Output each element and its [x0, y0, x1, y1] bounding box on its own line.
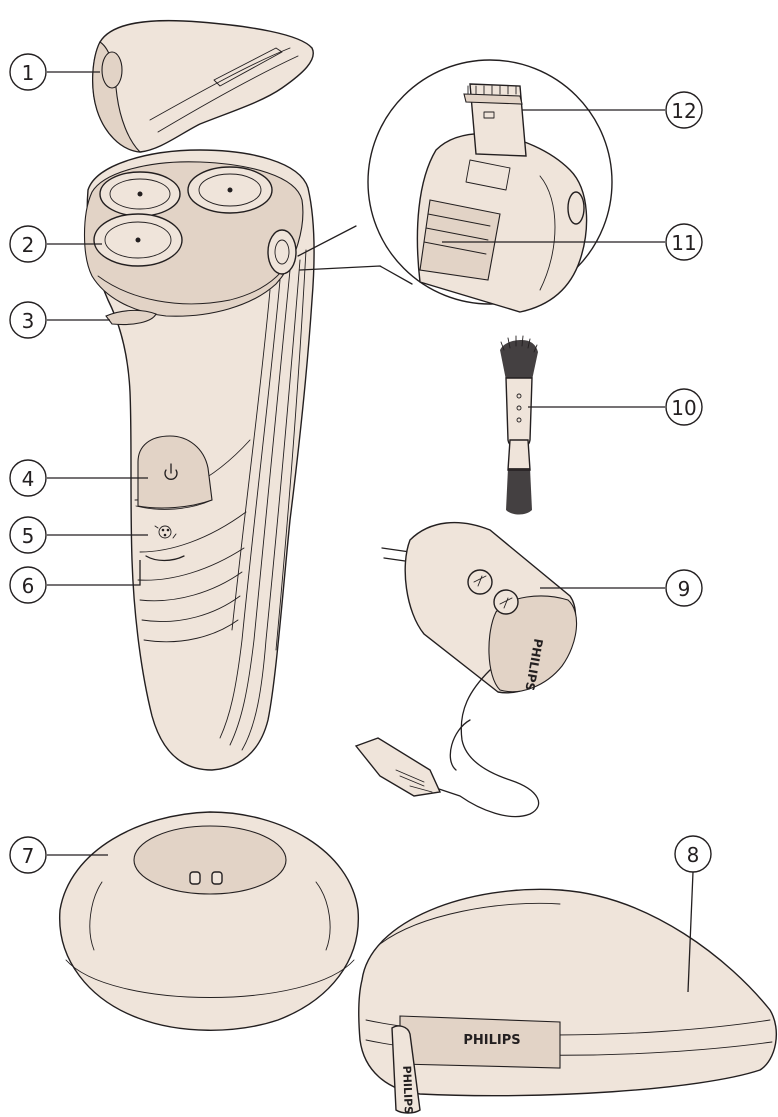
callout-5: 5	[9, 516, 47, 554]
callout-label: 12	[671, 99, 696, 123]
callout-label: 5	[22, 524, 35, 548]
callout-label: 11	[671, 231, 696, 255]
zipper-tag-text: PHILIPS	[400, 1065, 415, 1114]
callout-2: 2	[9, 225, 47, 263]
callout-8: 8	[674, 835, 712, 873]
callout-10: 10	[665, 388, 703, 426]
power-adapter: PHILIPS	[354, 521, 578, 818]
charging-stand	[59, 811, 359, 1031]
callout-label: 8	[687, 843, 700, 867]
callout-4: 4	[9, 459, 47, 497]
callout-1: 1	[9, 53, 47, 91]
trimmer-detail-magnified	[297, 59, 613, 313]
callout-label: 10	[671, 396, 696, 420]
callout-7: 7	[9, 836, 47, 874]
callout-label: 9	[678, 577, 691, 601]
pouch-brand-text: PHILIPS	[463, 1033, 520, 1048]
callout-6: 6	[9, 566, 47, 604]
callout-label: 4	[22, 467, 35, 491]
callout-9: 9	[665, 569, 703, 607]
shaver-body	[83, 149, 315, 771]
callout-label: 7	[22, 844, 35, 868]
cleaning-reminder-icon	[154, 525, 177, 539]
callout-label: 1	[22, 61, 35, 85]
protection-cap	[92, 19, 314, 153]
cleaning-brush	[500, 335, 538, 515]
callout-label: 3	[22, 309, 35, 333]
callout-11: 11	[665, 223, 703, 261]
power-icon	[164, 463, 178, 480]
leader-lines	[47, 71, 694, 993]
travel-pouch: PHILIPS PHILIPS	[357, 888, 777, 1114]
callout-label: 6	[22, 574, 35, 598]
callout-label: 2	[22, 233, 35, 257]
callout-12: 12	[665, 91, 703, 129]
callout-3: 3	[9, 301, 47, 339]
